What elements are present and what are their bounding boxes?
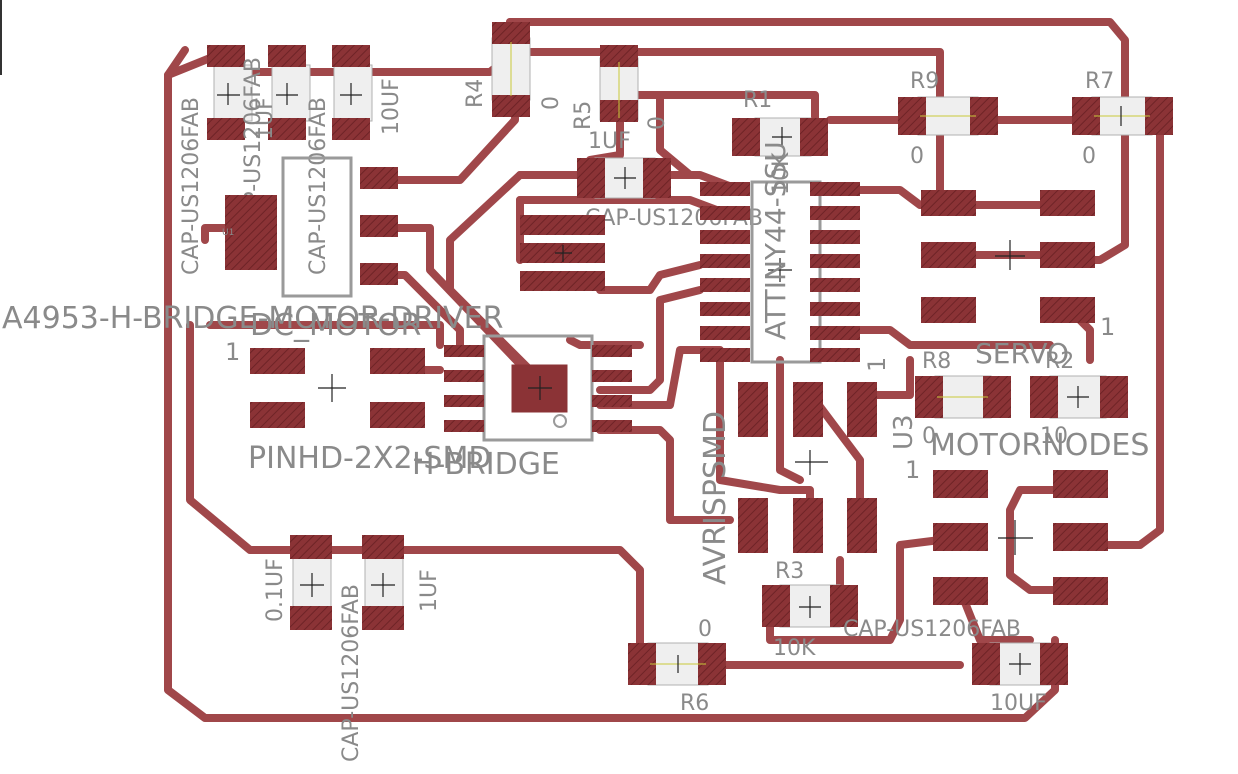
r8-resistor [915,375,1011,419]
dc-motor-header [250,348,425,428]
cap-10uf-bottom-label: 10UF [990,691,1047,716]
dc-motor-pin1: 1 [225,338,240,366]
u3-label: U3 [889,414,919,450]
dc-motor-label: DC_MOTOR [250,308,421,343]
cap-bottom-left-label: CAP-US1206FAB [339,584,364,762]
r1-value: 10K [769,152,794,195]
r5-resistor [599,45,639,122]
r9-value: 0 [910,144,924,169]
r1-label: R1 [743,88,772,113]
u1-label: U1 [222,228,234,238]
cap-bottom-right [972,642,1068,686]
r3-value: 10K [773,636,816,661]
r6-resistor [628,642,726,686]
servo-pin1: 1 [1100,313,1115,341]
r5-label: R5 [571,101,596,130]
r5-value: 0 [645,116,670,130]
r2-label: R2 [1045,349,1074,374]
r9-resistor [898,96,998,136]
cap-top-10uf-label: 10UF [379,78,404,135]
r9-label: R9 [910,69,939,94]
u1-regulator [225,156,398,298]
attiny44-chip [700,180,860,364]
attiny-label: ATTINY44-SSU [759,141,792,340]
h-bridge-label: H-BRIDGE [412,447,560,482]
r6-value: 0 [698,617,712,642]
cap-1uf-label: 1UF [417,569,442,612]
avrispsmd-label: AVRISPSMD [698,411,733,585]
r2-value: 10 [1040,424,1068,449]
r1-resistor [732,117,828,157]
cap-01uf-label: 0.1UF [263,558,288,622]
r4-resistor [491,22,531,117]
r7-value: 0 [1082,144,1096,169]
cap-mid [577,157,671,199]
cap-group-bottom-left [290,535,404,630]
pinhd-label: PINHD-2X2-SMD [248,441,491,476]
cap-top-left-1-label: CAP-US1206FAB [179,97,204,275]
r2-resistor [1030,375,1128,419]
a4953-driver [444,334,632,442]
motornodes-label: MOTORNODES [930,428,1149,463]
avrisp-header [738,382,877,553]
servo-label: SERVO [975,337,1069,370]
r3-label: R3 [775,559,804,584]
cap-1uf-bottom-label: 1UF [588,129,631,154]
r6-label: R6 [680,691,709,716]
r8-label: R8 [922,349,951,374]
r7-resistor [1072,96,1173,136]
motornodes-header [933,470,1108,605]
r7-label: R7 [1085,69,1114,94]
r8-value: 0 [922,424,936,449]
r4-label: R4 [463,79,488,108]
cap-top-left-3-label: CAP-US1206FAB [306,97,331,275]
r3-resistor [762,584,858,628]
a4953-label: A4953-H-BRIDGE-MOTOR-DRIVER [2,301,503,336]
avrisp-pin1: 1 [863,357,891,372]
cap-bottom-right-label: CAP-US1206FAB [843,617,1021,642]
servo-header [921,190,1095,323]
motornodes-pin1: 1 [905,456,920,484]
cap-group-top-left [207,45,373,140]
cap-1uf-top-label: 1UF [253,97,278,140]
r4-value: 0 [539,96,564,110]
jumper-pads [520,215,605,291]
